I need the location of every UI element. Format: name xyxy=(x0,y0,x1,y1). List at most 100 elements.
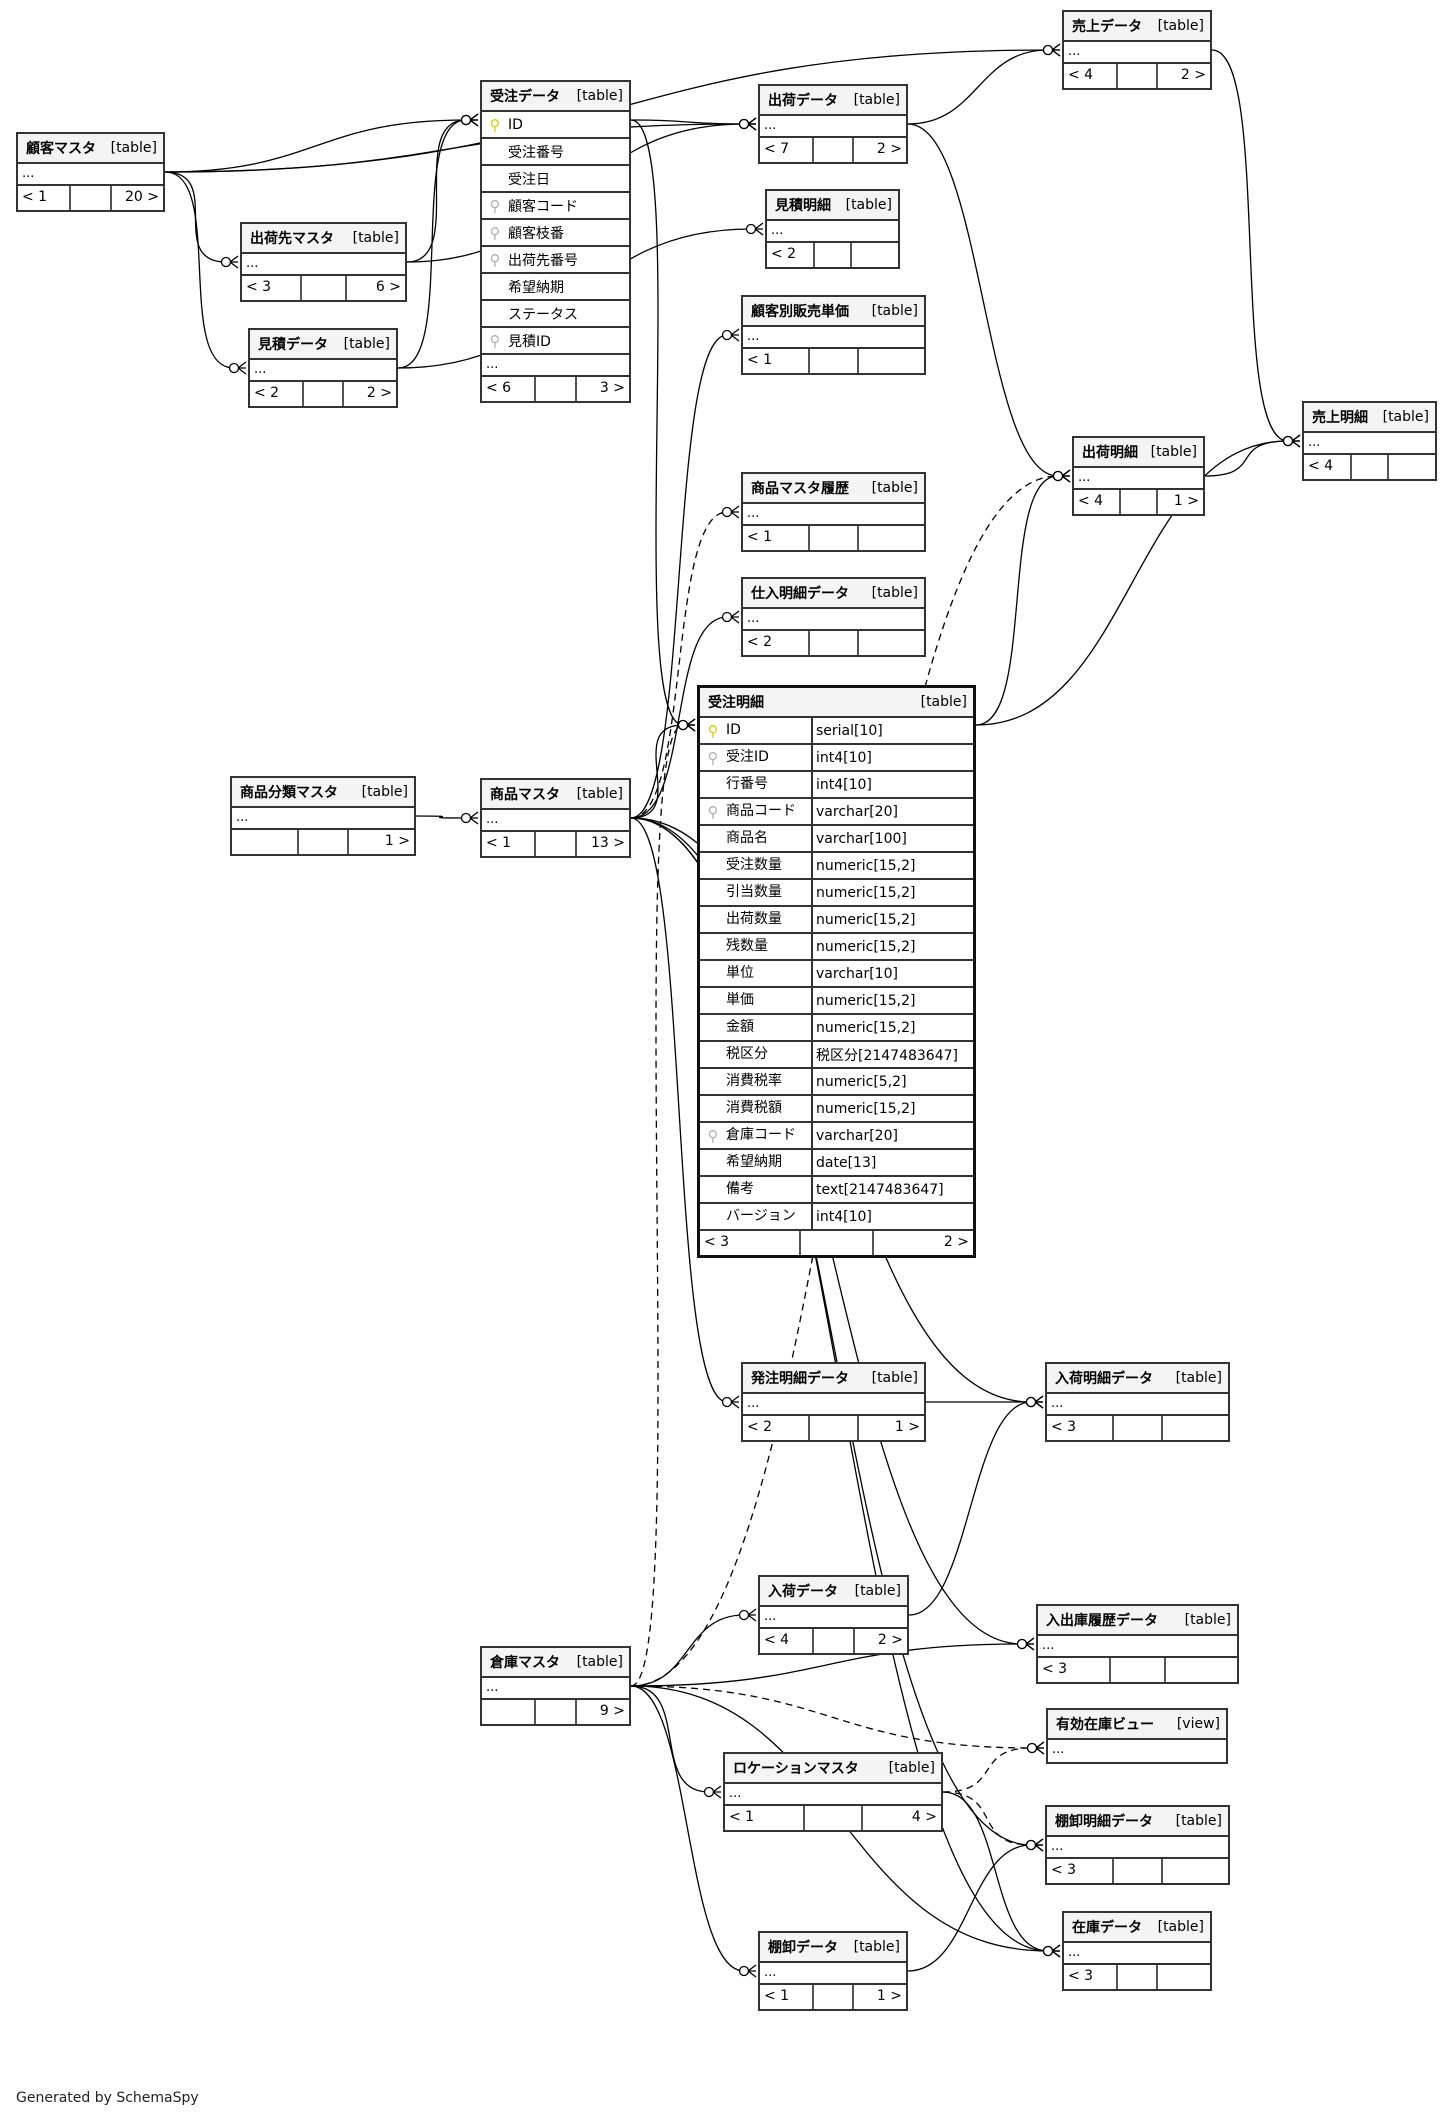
table-kokyakubetsu-tanka[interactable]: 顧客別販売単価[table] ... < 1 xyxy=(741,295,926,375)
parent-count[interactable]: < 7 xyxy=(760,138,814,162)
child-count[interactable]: 9 > xyxy=(599,1703,626,1719)
parent-count[interactable]: < 2 xyxy=(743,1416,810,1440)
child-count[interactable]: 6 > xyxy=(375,279,401,295)
parent-count[interactable]: < 1 xyxy=(743,349,810,373)
column-row[interactable]: ⚲見積ID xyxy=(482,328,629,355)
parent-count[interactable]: < 4 xyxy=(760,1629,815,1653)
child-count[interactable]: 2 > xyxy=(366,385,392,401)
table-souko-master[interactable]: 倉庫マスタ[table] ... 9 > xyxy=(480,1646,631,1726)
parent-count[interactable]: < 2 xyxy=(250,382,304,406)
child-count[interactable]: 13 > xyxy=(591,835,626,851)
parent-count[interactable] xyxy=(482,1700,537,1724)
child-count[interactable] xyxy=(1163,1416,1228,1440)
table-zaiko-data[interactable]: 在庫データ[table] ... < 3 xyxy=(1062,1911,1212,1991)
child-count[interactable] xyxy=(1389,455,1435,479)
parent-count[interactable]: < 3 xyxy=(1047,1859,1114,1883)
child-count[interactable] xyxy=(1163,1859,1228,1883)
child-count[interactable] xyxy=(1158,1965,1210,1989)
column-row[interactable]: ⚲出荷先番号 xyxy=(482,247,629,274)
parent-count[interactable]: < 3 xyxy=(242,276,302,300)
child-count[interactable]: 2 > xyxy=(876,141,902,157)
parent-count[interactable] xyxy=(232,830,300,854)
child-count[interactable]: 2 > xyxy=(943,1234,969,1250)
table-mitsumori-meisai[interactable]: 見積明細[table] ... < 2 xyxy=(765,189,900,269)
parent-count[interactable]: < 3 xyxy=(1038,1658,1112,1682)
parent-count[interactable]: < 1 xyxy=(725,1806,805,1830)
child-count[interactable]: 20 > xyxy=(124,189,159,205)
column-row[interactable]: 税区分税区分[2147483647] xyxy=(700,1042,973,1069)
parent-count[interactable]: < 4 xyxy=(1304,455,1353,479)
table-tanaoroshi-meisai[interactable]: 棚卸明細データ[table] ... < 3 xyxy=(1045,1805,1230,1885)
view-yuko-zaiko[interactable]: 有効在庫ビュー[view] ... xyxy=(1046,1708,1228,1764)
child-count[interactable] xyxy=(859,526,924,550)
parent-count[interactable]: < 1 xyxy=(760,1985,814,2009)
child-count[interactable] xyxy=(852,243,898,267)
child-count[interactable]: 2 > xyxy=(1180,67,1206,83)
child-count[interactable]: 1 > xyxy=(894,1419,921,1435)
column-row[interactable]: ⚲顧客枝番 xyxy=(482,220,629,247)
table-shohin-master-rireki[interactable]: 商品マスタ履歴[table] ... < 1 xyxy=(741,472,926,552)
table-uriage-meisai[interactable]: 売上明細[table] ... < 4 xyxy=(1302,401,1437,481)
table-nyuka-meisai[interactable]: 入荷明細データ[table] ... < 3 xyxy=(1045,1362,1230,1442)
child-count[interactable] xyxy=(1166,1658,1237,1682)
parent-count[interactable]: < 6 xyxy=(482,377,537,401)
table-nyushukko-rireki[interactable]: 入出庫履歴データ[table] ... < 3 xyxy=(1036,1604,1239,1684)
column-row[interactable]: ⚲顧客コード xyxy=(482,193,629,220)
parent-count[interactable]: < 2 xyxy=(767,243,816,267)
parent-count[interactable]: < 1 xyxy=(482,832,537,856)
parent-count[interactable]: < 1 xyxy=(18,186,72,210)
table-shohin-bunrui-master[interactable]: 商品分類マスタ[table] ... 1 > xyxy=(230,776,416,856)
child-count[interactable]: 2 > xyxy=(877,1632,904,1648)
child-count[interactable]: 1 > xyxy=(1173,493,1199,509)
parent-count[interactable]: < 3 xyxy=(700,1231,801,1255)
parent-count[interactable]: < 3 xyxy=(1047,1416,1114,1440)
child-count[interactable] xyxy=(859,349,924,373)
parent-count[interactable]: < 4 xyxy=(1064,64,1118,88)
parent-count[interactable]: < 1 xyxy=(743,526,810,550)
table-shiire-meisai[interactable]: 仕入明細データ[table] ... < 2 xyxy=(741,577,926,657)
column-row[interactable]: ステータス xyxy=(482,301,629,328)
child-count[interactable]: 1 > xyxy=(876,1988,902,2004)
column-row[interactable]: 受注日 xyxy=(482,166,629,193)
parent-count[interactable]: < 3 xyxy=(1064,1965,1118,1989)
child-count[interactable]: 1 > xyxy=(384,833,410,849)
parent-count[interactable]: < 2 xyxy=(743,631,810,655)
column-row[interactable]: 受注番号 xyxy=(482,139,629,166)
column-row[interactable]: ⚲ID xyxy=(482,112,629,139)
child-count[interactable] xyxy=(859,631,924,655)
column-row[interactable]: 希望納期 xyxy=(482,274,629,301)
parent-count[interactable]: < 4 xyxy=(1074,490,1122,514)
child-count[interactable]: 4 > xyxy=(911,1809,937,1825)
